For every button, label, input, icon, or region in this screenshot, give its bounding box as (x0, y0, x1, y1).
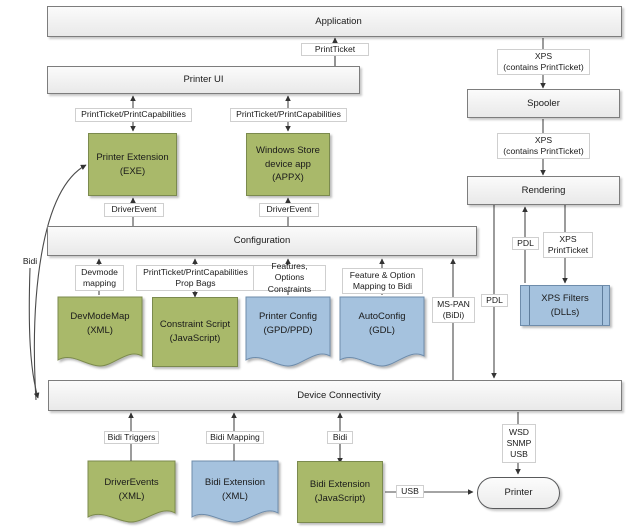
shape-devmodemap (57, 296, 143, 367)
node-windows-store-app-label: Windows Store device app (APPX) (256, 144, 320, 184)
edge-label-usb: USB (396, 485, 424, 498)
component-bar-right-icon (602, 286, 603, 325)
edge-label-bidi-triggers: Bidi Triggers (104, 431, 159, 444)
node-configuration-label: Configuration (233, 235, 291, 247)
node-windows-store-app[interactable]: Windows Store device app (APPX) (246, 133, 330, 196)
node-driverevents[interactable]: DriverEvents (XML) (88, 461, 175, 519)
edge-label-pdl-down: PDL (481, 294, 508, 307)
node-device-connectivity-label: Device Connectivity (297, 389, 381, 401)
edge-label-xps-contains-printticket-1: XPS (contains PrintTicket) (497, 49, 590, 75)
node-spooler[interactable]: Spooler (467, 89, 620, 118)
node-printer-extension[interactable]: Printer Extension (EXE) (88, 133, 177, 196)
node-xps-filters[interactable]: XPS Filters (DLLs) (520, 285, 610, 326)
node-printer-extension-label: Printer Extension (EXE) (96, 151, 169, 177)
node-spooler-label: Spooler (527, 97, 560, 109)
node-rendering[interactable]: Rendering (467, 176, 620, 205)
node-constraint-script-label: Constraint Script (JavaScript) (159, 319, 231, 344)
node-driverevents-label: DriverEvents (XML) (104, 477, 159, 502)
edge-label-xps-printticket: XPS PrintTicket (543, 232, 593, 258)
node-application[interactable]: Application (47, 6, 622, 37)
node-bidi-extension-xml-label: Bidi Extension (XML) (204, 477, 266, 502)
node-autoconfig[interactable]: AutoConfig (GDL) (340, 297, 424, 360)
shape-printer-config (245, 296, 331, 367)
node-printer[interactable]: Printer (477, 477, 560, 509)
edge-label-printticket-printcapabilities-left: PrintTicket/PrintCapabilities (75, 108, 192, 122)
node-device-connectivity[interactable]: Device Connectivity (48, 380, 622, 411)
node-xps-filters-label: XPS Filters (DLLs) (541, 292, 589, 318)
node-printer-config-label: Printer Config (GPD/PPD) (258, 311, 318, 336)
node-printer-config[interactable]: Printer Config (GPD/PPD) (246, 297, 330, 360)
node-devmodemap-label: DevModeMap (XML) (70, 311, 130, 336)
shape-autoconfig (339, 296, 425, 367)
component-bar-left-icon (529, 286, 530, 325)
node-bidi-extension-js[interactable]: Bidi Extension (JavaScript) (297, 461, 383, 523)
edge-label-bidi-mapping: Bidi Mapping (206, 431, 264, 444)
node-bidi-extension-js-label: Bidi Extension (JavaScript) (309, 479, 371, 504)
node-bidi-extension-xml[interactable]: Bidi Extension (XML) (192, 461, 278, 519)
node-constraint-script[interactable]: Constraint Script (JavaScript) (152, 297, 238, 367)
node-devmodemap[interactable]: DevModeMap (XML) (58, 297, 142, 360)
edge-label-pdl-render: PDL (512, 237, 539, 250)
edge-bidi-curve-up (33, 164, 87, 401)
node-printer-ui-label: Printer UI (183, 74, 224, 86)
shape-driverevents (87, 460, 176, 523)
node-printer-ui[interactable]: Printer UI (47, 66, 360, 94)
edge-label-bidi-bottom: Bidi (327, 431, 353, 444)
node-application-label: Application (315, 15, 362, 27)
shape-bidi-extension-xml (191, 460, 279, 523)
node-configuration[interactable]: Configuration (47, 226, 477, 256)
node-rendering-label: Rendering (521, 184, 566, 196)
edge-label-printticket-printcapabilities-right: PrintTicket/PrintCapabilities (230, 108, 347, 122)
edge-label-driverevent-right: DriverEvent (259, 203, 319, 217)
edge-bidi-curve-down (28, 267, 40, 399)
node-autoconfig-label: AutoConfig (GDL) (358, 311, 406, 336)
node-printer-label: Printer (504, 487, 533, 499)
edge-label-bidi-left: Bidi (22, 255, 38, 266)
edge-label-features-options-constraints: Features, Options Constraints (253, 261, 326, 294)
edge-label-xps-contains-printticket-2: XPS (contains PrintTicket) (497, 133, 590, 159)
edge-label-driverevent-left: DriverEvent (104, 203, 164, 217)
edge-label-devmode-mapping: Devmode mapping (75, 265, 124, 291)
edge-label-printticket-prop-bags: PrintTicket/PrintCapabilities Prop Bags (136, 265, 255, 291)
edge-label-wsd-snmp-usb: WSD SNMP USB (502, 424, 536, 463)
edge-label-printticket: PrintTicket (301, 43, 369, 56)
edge-label-ms-pan-bidi: MS-PAN (BiDi) (432, 297, 475, 323)
edge-label-feature-option-mapping: Feature & Option Mapping to Bidi (342, 268, 423, 294)
